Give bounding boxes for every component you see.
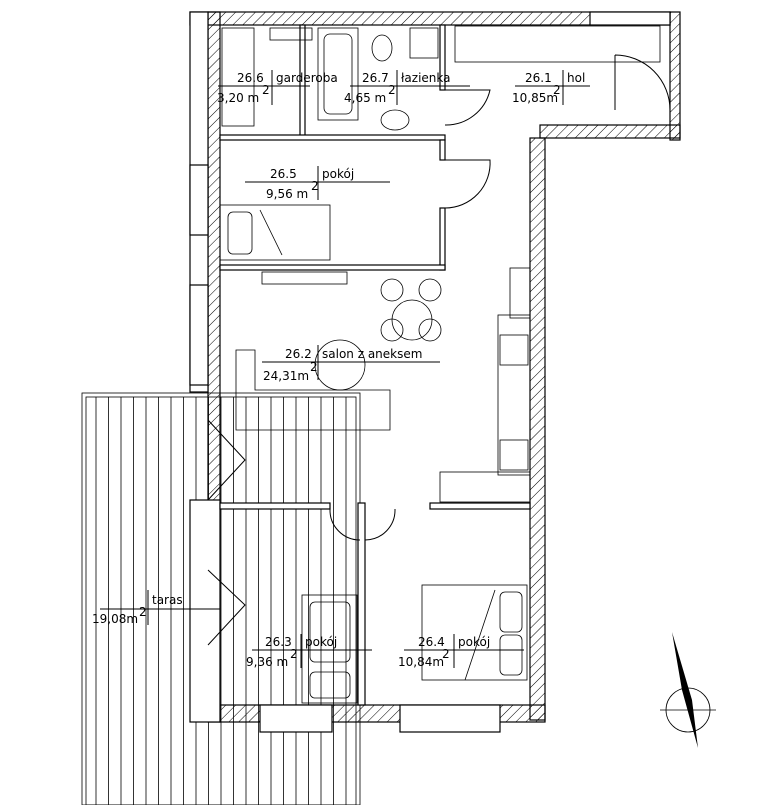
svg-text:2: 2 [290, 647, 298, 661]
room-label-hol: 26.1 hol 10,85m 2 [512, 70, 590, 105]
svg-text:hol: hol [567, 71, 585, 85]
svg-text:26.3: 26.3 [265, 635, 292, 649]
svg-text:2: 2 [388, 83, 396, 97]
room-label-salon: 26.2 salon z aneksem 24,31m 2 [262, 345, 440, 383]
svg-text:19,08m: 19,08m [92, 612, 138, 626]
svg-text:2: 2 [310, 360, 318, 374]
svg-text:26.2: 26.2 [285, 347, 312, 361]
svg-text:2: 2 [442, 647, 450, 661]
svg-text:taras: taras [152, 593, 183, 607]
svg-text:garderoba: garderoba [276, 71, 338, 85]
svg-text:9,36 m: 9,36 m [246, 655, 288, 669]
svg-text:pokój: pokój [458, 635, 490, 649]
room-label-taras: taras 19,08m 2 [92, 590, 220, 626]
walls [189, 11, 681, 733]
doors [207, 54, 671, 646]
svg-text:10,84m: 10,84m [398, 655, 444, 669]
svg-text:26.1: 26.1 [525, 71, 552, 85]
north-arrow-icon [660, 632, 716, 748]
svg-text:łazienka: łazienka [401, 71, 450, 85]
room-label-lazienka: 26.7 łazienka 4,65 m 2 [344, 70, 470, 105]
svg-text:pokój: pokój [305, 635, 337, 649]
svg-text:26.4: 26.4 [418, 635, 445, 649]
svg-text:3,20 m: 3,20 m [217, 91, 259, 105]
svg-text:10,85m: 10,85m [512, 91, 558, 105]
svg-text:24,31m: 24,31m [263, 369, 309, 383]
room-label-pokoj-26-3: 26.3 pokój 9,36 m 2 [246, 634, 372, 669]
svg-text:26.5: 26.5 [270, 167, 297, 181]
svg-text:2: 2 [553, 83, 561, 97]
svg-text:2: 2 [311, 179, 319, 193]
svg-text:salon z aneksem: salon z aneksem [322, 347, 422, 361]
svg-text:4,65 m: 4,65 m [344, 91, 386, 105]
svg-text:26.6: 26.6 [237, 71, 264, 85]
svg-text:26.7: 26.7 [362, 71, 389, 85]
svg-text:pokój: pokój [322, 167, 354, 181]
svg-text:2: 2 [139, 605, 147, 619]
room-label-pokoj-26-5: 26.5 pokój 9,56 m 2 [245, 166, 390, 201]
room-labels: 26.6 garderoba 3,20 m 2 26.7 łazienka 4,… [92, 70, 590, 669]
room-label-garderoba: 26.6 garderoba 3,20 m 2 [217, 70, 338, 105]
terrace [81, 392, 361, 805]
room-label-pokoj-26-4: 26.4 pokój 10,84m 2 [398, 634, 524, 669]
svg-text:9,56 m: 9,56 m [266, 187, 308, 201]
furniture [219, 25, 661, 704]
svg-text:2: 2 [262, 83, 270, 97]
